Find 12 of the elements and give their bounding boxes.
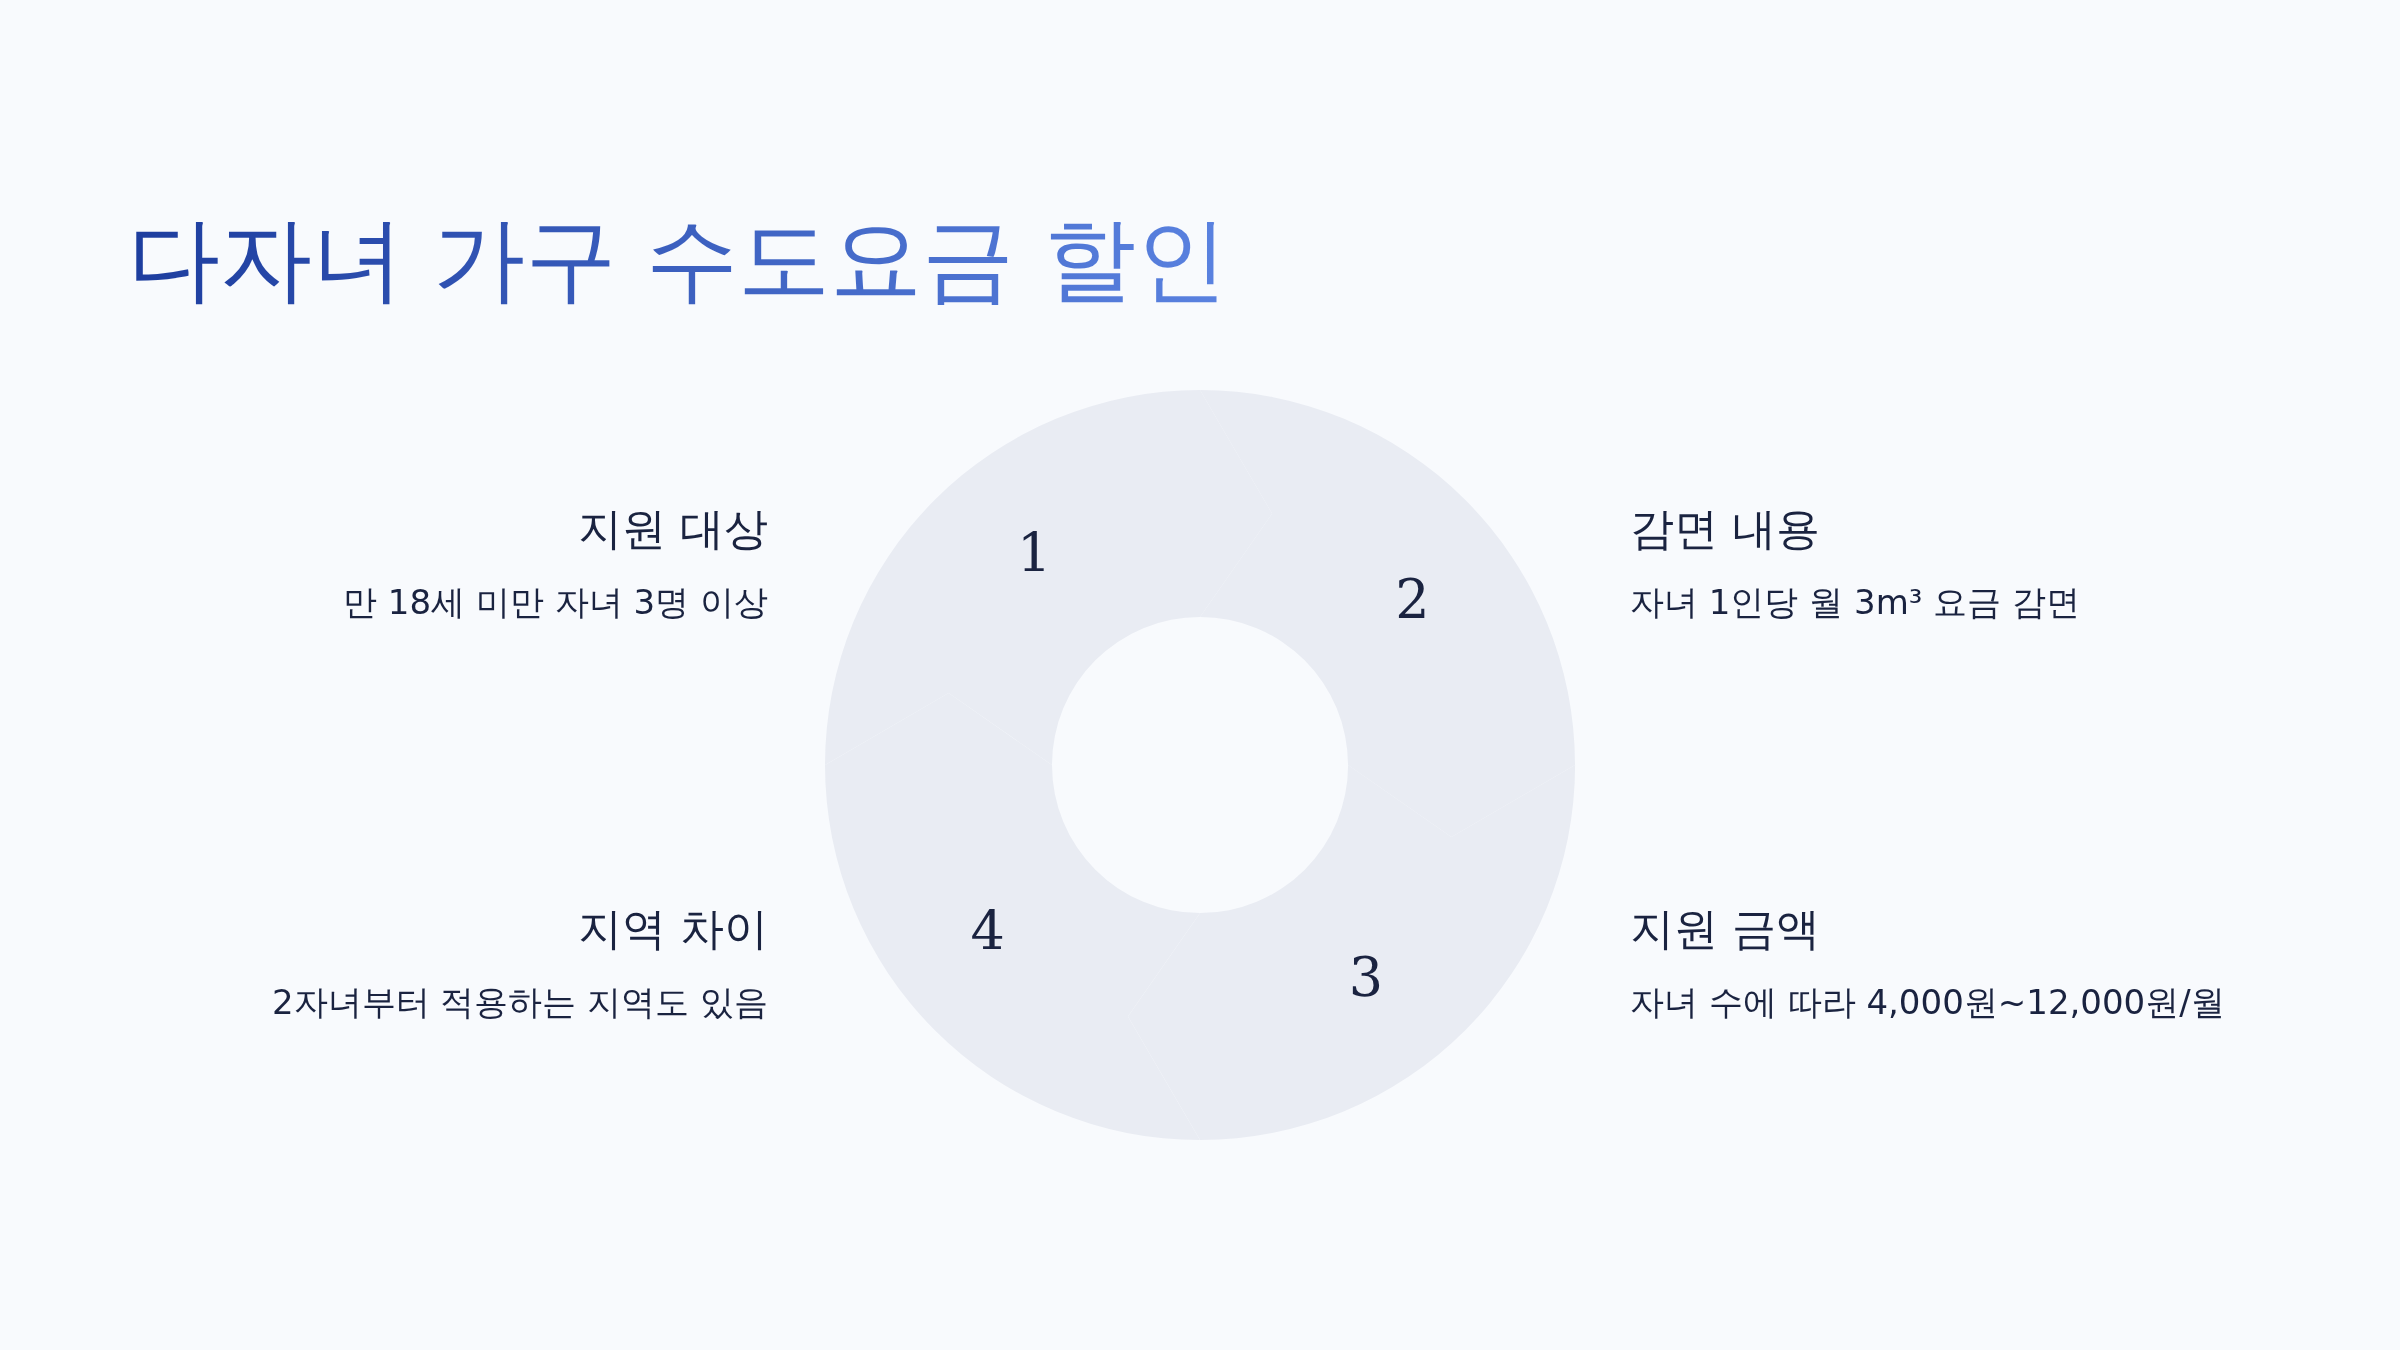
step-number: 3 bbox=[1348, 945, 1384, 1009]
step-number: 1 bbox=[1016, 521, 1052, 585]
step-description: 자녀 1인당 월 3m³ 요금 감면 bbox=[1630, 581, 2081, 624]
step-number: 4 bbox=[970, 899, 1005, 963]
step-description: 만 18세 미만 자녀 3명 이상 bbox=[343, 581, 768, 624]
step-heading: 지원 대상 bbox=[578, 502, 768, 556]
step-description: 자녀 수에 따라 4,000원~12,000원/월 bbox=[1630, 981, 2225, 1024]
step-heading: 지원 금액 bbox=[1630, 902, 1820, 956]
step-heading: 지역 차이 bbox=[578, 902, 768, 956]
step-heading: 감면 내용 bbox=[1630, 502, 1820, 556]
step-number: 2 bbox=[1395, 567, 1430, 631]
step-description: 2자녀부터 적용하는 지역도 있음 bbox=[271, 981, 768, 1024]
